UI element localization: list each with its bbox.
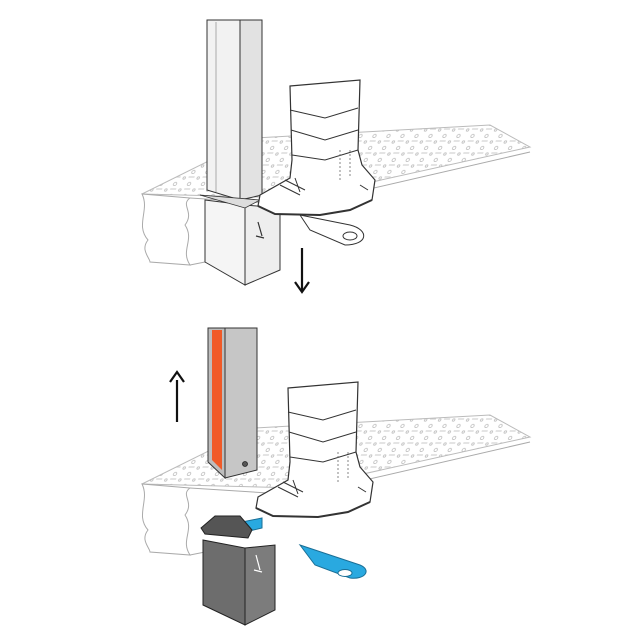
post-bolt bbox=[242, 461, 248, 467]
post bbox=[206, 19, 241, 201]
pedal-hole bbox=[337, 569, 353, 577]
pedal-hole bbox=[342, 231, 358, 241]
latch-icon bbox=[255, 221, 265, 239]
reflective-stripe bbox=[212, 330, 222, 470]
socket-cover bbox=[200, 515, 253, 539]
arrow-down-icon bbox=[294, 248, 310, 294]
arrow-up-icon bbox=[169, 370, 185, 422]
latch-icon bbox=[253, 554, 263, 573]
base-box-dark bbox=[202, 539, 246, 626]
base-box bbox=[204, 199, 246, 286]
panel-released bbox=[141, 381, 531, 626]
post-raised bbox=[207, 327, 258, 480]
pedal-lever bbox=[298, 214, 365, 246]
panel-pressed bbox=[141, 19, 531, 294]
